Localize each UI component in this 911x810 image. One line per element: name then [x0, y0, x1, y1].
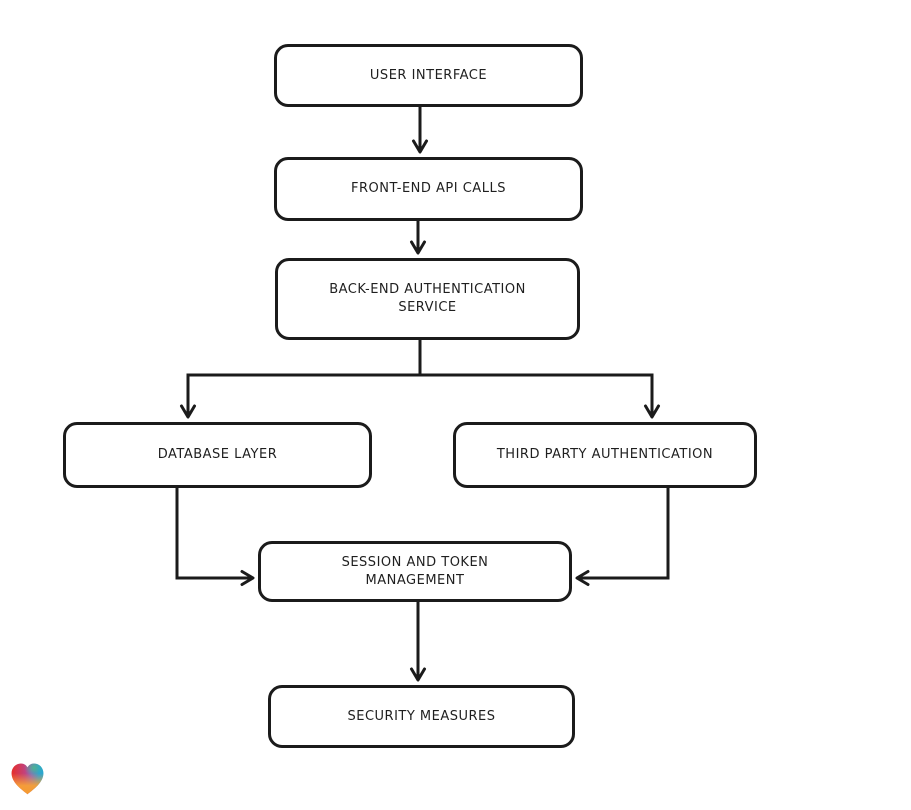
- heart-icon: [11, 763, 44, 795]
- node-front-end-api-calls: FRONT-END API CALLS: [274, 157, 583, 221]
- edge-thirdparty-to-session: [575, 488, 670, 586]
- node-label-user-interface: USER INTERFACE: [369, 67, 488, 83]
- node-user-interface: USER INTERFACE: [274, 44, 583, 107]
- gradient-heart-logo: [9, 760, 46, 797]
- node-label-security-measures: SECURITY MEASURES: [347, 708, 496, 724]
- node-session-and-token-management: SESSION AND TOKEN MANAGEMENT: [258, 541, 572, 602]
- node-label-back-end-authentication-service: BACK-END AUTHENTICATION SERVICE: [329, 282, 526, 315]
- node-label-third-party-authentication: THIRD PARTY AUTHENTICATION: [496, 447, 714, 462]
- node-label-database-layer: DATABASE LAYER: [157, 447, 278, 462]
- node-third-party-authentication: THIRD PARTY AUTHENTICATION: [453, 422, 757, 488]
- node-back-end-authentication-service: BACK-END AUTHENTICATION SERVICE: [275, 258, 580, 340]
- node-label-front-end-api-calls: FRONT-END API CALLS: [351, 181, 506, 196]
- node-security-measures: SECURITY MEASURES: [268, 685, 575, 748]
- edge-database-to-session: [175, 488, 255, 586]
- node-database-layer: DATABASE LAYER: [63, 422, 372, 488]
- node-label-session-and-token-management: SESSION AND TOKEN MANAGEMENT: [341, 554, 489, 588]
